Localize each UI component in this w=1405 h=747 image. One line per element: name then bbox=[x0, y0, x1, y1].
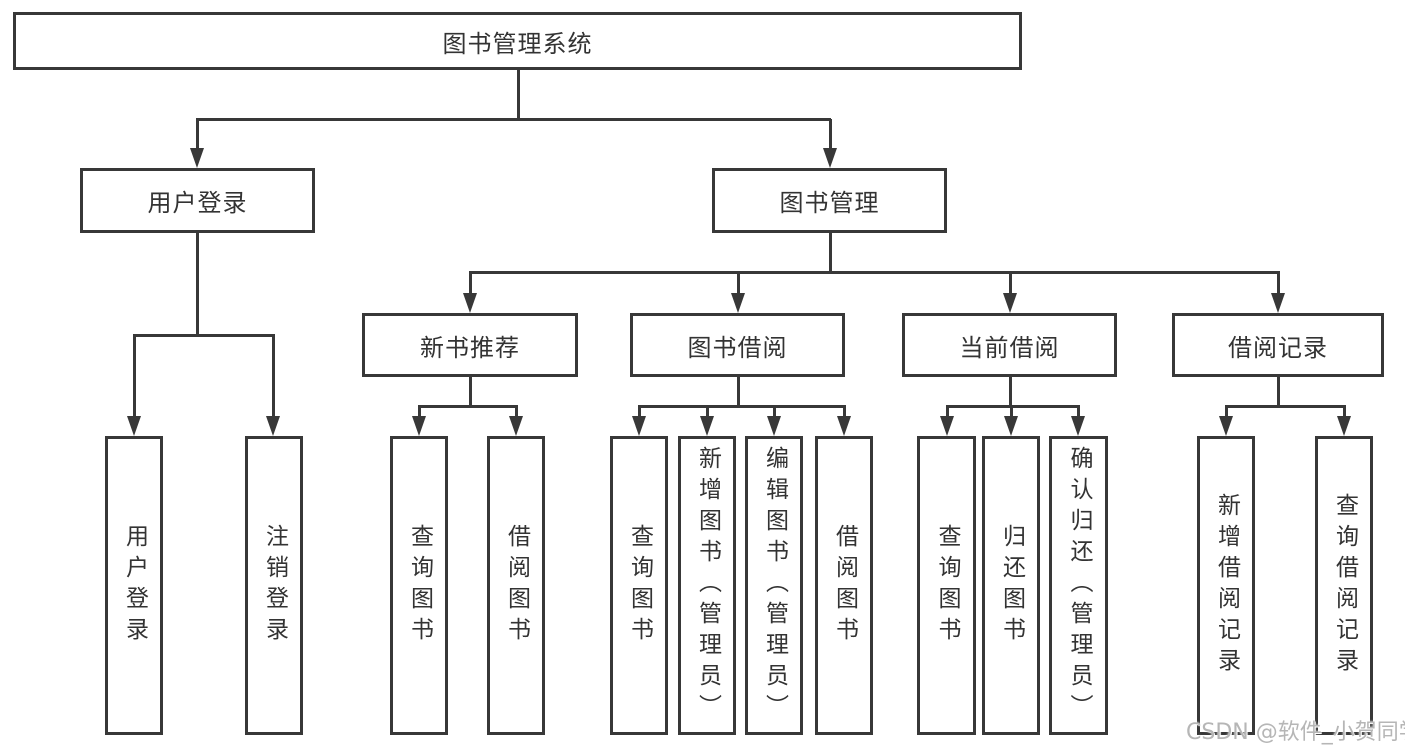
connector-line bbox=[469, 271, 472, 295]
node-query-books-current: 查询图书 bbox=[917, 436, 976, 735]
node-current-borrowing: 当前借阅 bbox=[902, 313, 1117, 377]
node-label: 新增图书（管理员） bbox=[694, 446, 721, 725]
arrow-down-icon bbox=[509, 416, 523, 436]
node-label: 注销登录 bbox=[261, 523, 288, 648]
node-user-login: 用户登录 bbox=[80, 168, 315, 233]
arrow-down-icon bbox=[1337, 416, 1351, 436]
arrow-down-icon bbox=[823, 148, 837, 168]
arrow-down-icon bbox=[1219, 416, 1233, 436]
connector-line bbox=[843, 405, 846, 418]
node-label: 借阅图书 bbox=[503, 523, 530, 648]
node-edit-books-admin: 编辑图书（管理员） bbox=[745, 436, 803, 735]
connector-line bbox=[1343, 405, 1346, 418]
connector-line bbox=[1277, 377, 1280, 408]
connector-line bbox=[133, 334, 274, 337]
node-query-books-borrowing: 查询图书 bbox=[610, 436, 668, 735]
connector-line bbox=[517, 70, 520, 121]
node-label: 图书管理 bbox=[779, 189, 880, 217]
connector-line bbox=[638, 405, 641, 418]
arrow-down-icon bbox=[837, 416, 851, 436]
node-book-borrowing: 图书借阅 bbox=[630, 313, 845, 377]
node-label: 查询图书 bbox=[406, 523, 433, 648]
connector-line bbox=[1225, 405, 1228, 418]
node-label: 借阅记录 bbox=[1228, 333, 1328, 362]
node-label: 图书借阅 bbox=[687, 333, 788, 362]
connector-line bbox=[196, 118, 831, 121]
node-label: 借阅图书 bbox=[831, 523, 858, 648]
node-return-books: 归还图书 bbox=[982, 436, 1040, 735]
node-logout: 注销登录 bbox=[245, 436, 303, 735]
node-label: 查询图书 bbox=[626, 523, 653, 648]
node-borrow-books-recommend: 借阅图书 bbox=[487, 436, 545, 735]
connector-line bbox=[946, 405, 1079, 408]
connector-line bbox=[829, 119, 832, 150]
arrow-down-icon bbox=[731, 293, 745, 313]
node-root: 图书管理系统 bbox=[13, 12, 1022, 70]
node-add-borrow-record: 新增借阅记录 bbox=[1197, 436, 1255, 735]
connector-line bbox=[706, 405, 709, 418]
connector-line bbox=[469, 377, 472, 408]
arrow-down-icon bbox=[632, 416, 646, 436]
node-user-login-leaf: 用户登录 bbox=[105, 436, 163, 735]
arrow-down-icon bbox=[412, 416, 426, 436]
arrow-down-icon bbox=[940, 416, 954, 436]
connector-line bbox=[1225, 405, 1345, 408]
node-book-management: 图书管理 bbox=[712, 168, 947, 233]
connector-line bbox=[515, 405, 518, 418]
connector-line bbox=[196, 233, 199, 337]
node-label: 查询借阅记录 bbox=[1331, 492, 1358, 679]
connector-line bbox=[272, 334, 275, 418]
connector-line bbox=[1010, 405, 1013, 418]
connector-line bbox=[1077, 405, 1080, 418]
connector-line bbox=[638, 405, 845, 408]
arrow-down-icon bbox=[767, 416, 781, 436]
node-new-book-recommend: 新书推荐 bbox=[362, 313, 578, 377]
arrow-down-icon bbox=[1271, 293, 1285, 313]
node-confirm-return-admin: 确认归还（管理员） bbox=[1049, 436, 1108, 735]
connector-line bbox=[1277, 271, 1280, 295]
connector-line bbox=[737, 271, 740, 295]
arrow-down-icon bbox=[463, 293, 477, 313]
node-label: 编辑图书（管理员） bbox=[761, 446, 788, 725]
arrow-down-icon bbox=[190, 148, 204, 168]
node-query-borrow-record: 查询借阅记录 bbox=[1315, 436, 1373, 735]
arrow-down-icon bbox=[1003, 293, 1017, 313]
node-label: 用户登录 bbox=[121, 523, 148, 648]
node-label: 查询图书 bbox=[934, 523, 960, 648]
node-borrowing-records: 借阅记录 bbox=[1172, 313, 1384, 377]
connector-line bbox=[946, 405, 949, 418]
connector-line bbox=[737, 377, 740, 408]
arrow-down-icon bbox=[266, 416, 280, 436]
connector-line bbox=[418, 405, 517, 408]
connector-line bbox=[829, 233, 832, 274]
node-label: 新增借阅记录 bbox=[1213, 492, 1240, 679]
connector-line bbox=[133, 334, 136, 418]
connector-line bbox=[469, 271, 1279, 274]
node-label: 当前借阅 bbox=[959, 333, 1060, 362]
connector-line bbox=[196, 119, 199, 150]
connector-line bbox=[1009, 271, 1012, 295]
node-query-books-recommend: 查询图书 bbox=[390, 436, 448, 735]
arrow-down-icon bbox=[700, 416, 714, 436]
connector-line bbox=[418, 405, 421, 418]
node-borrow-books-borrowing: 借阅图书 bbox=[815, 436, 873, 735]
node-label: 归还图书 bbox=[998, 523, 1025, 648]
arrow-down-icon bbox=[1071, 416, 1085, 436]
node-add-books-admin: 新增图书（管理员） bbox=[678, 436, 736, 735]
node-label: 确认归还（管理员） bbox=[1066, 446, 1092, 725]
connector-line bbox=[1009, 377, 1012, 408]
node-label: 新书推荐 bbox=[420, 333, 520, 362]
node-label: 图书管理系统 bbox=[442, 29, 593, 58]
arrow-down-icon bbox=[1004, 416, 1018, 436]
arrow-down-icon bbox=[127, 416, 141, 436]
watermark: CSDN @软件_小贺同学 bbox=[1186, 720, 1405, 745]
node-label: 用户登录 bbox=[147, 189, 248, 217]
connector-line bbox=[773, 405, 776, 418]
